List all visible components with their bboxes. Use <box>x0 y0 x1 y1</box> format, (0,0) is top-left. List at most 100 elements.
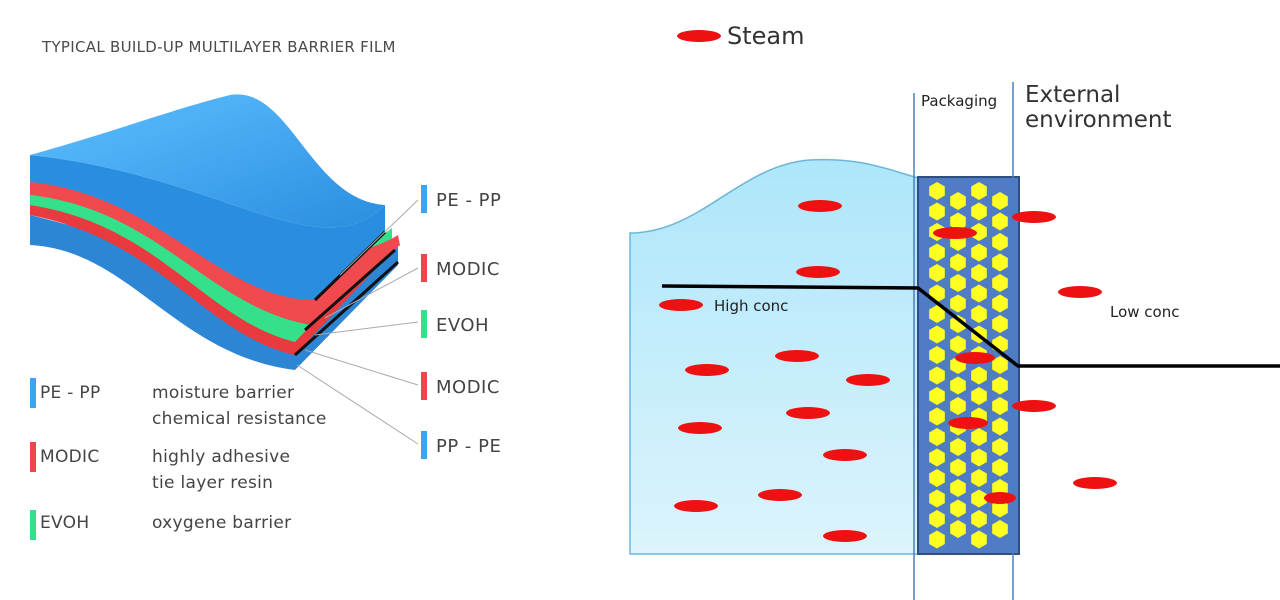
filler-grain <box>950 438 966 456</box>
steam-legend-marker <box>677 30 721 42</box>
steam-molecule <box>1012 400 1056 412</box>
filler-grain <box>929 489 945 508</box>
layer-label: PP - PE <box>436 436 501 457</box>
filler-grain <box>971 387 987 405</box>
filler-grain <box>971 510 987 528</box>
steam-molecule <box>955 352 995 364</box>
filler-grain <box>992 233 1008 251</box>
multilayer-film-figure: TYPICAL BUILD-UP MULTILAYER BARRIER FILM <box>30 38 501 540</box>
layer-color-bar <box>421 185 427 213</box>
filler-grain <box>971 366 987 385</box>
steam-molecule <box>823 449 867 461</box>
steam-molecule <box>798 200 842 212</box>
filler-grain <box>929 469 945 487</box>
filler-grain <box>971 530 987 549</box>
filler-grain <box>950 315 966 333</box>
film-layer-top-pe-pp <box>30 94 385 228</box>
filler-grain <box>929 182 945 200</box>
filler-grain <box>971 489 987 508</box>
legend-desc: moisture barrier <box>152 383 294 403</box>
filler-grain <box>950 397 966 415</box>
layer-label: MODIC <box>436 259 500 280</box>
filler-grain <box>971 428 987 446</box>
steam-molecule <box>1058 286 1102 298</box>
filler-grain <box>971 305 987 323</box>
legend-name: MODIC <box>40 447 100 467</box>
filler-grain <box>929 325 945 344</box>
steam-molecule <box>678 422 722 434</box>
film-edge <box>293 260 400 357</box>
filler-grain <box>992 417 1008 436</box>
filler-grain <box>971 223 987 241</box>
figure-title: TYPICAL BUILD-UP MULTILAYER BARRIER FILM <box>41 38 396 56</box>
filler-grain <box>929 448 945 467</box>
filler-grain <box>992 458 1008 477</box>
steam-molecule <box>933 227 977 239</box>
steam-molecule <box>948 417 988 429</box>
filler-grain <box>992 212 1008 231</box>
filler-grain <box>950 212 966 231</box>
filler-grain <box>950 458 966 477</box>
packaging-label: Packaging <box>921 92 997 110</box>
steam-molecule <box>758 489 802 501</box>
layer-color-bar <box>421 254 427 282</box>
filler-grain <box>950 274 966 292</box>
filler-grain <box>929 387 945 405</box>
legend-name: EVOH <box>40 513 89 533</box>
layer-color-bar <box>421 372 427 400</box>
filler-grain <box>992 294 1008 313</box>
filler-grain <box>950 253 966 272</box>
steam-molecules <box>659 200 1117 542</box>
filler-grain <box>992 356 1008 374</box>
filler-grain <box>992 520 1008 538</box>
filler-grain <box>971 182 987 200</box>
leader-line <box>339 199 419 276</box>
layer-color-bar <box>421 431 427 459</box>
low-concentration-label: Low conc <box>1110 303 1180 321</box>
filler-grain <box>929 243 945 262</box>
filler-grain <box>929 510 945 528</box>
legend-color-bar <box>30 378 36 408</box>
filler-grain <box>929 346 945 364</box>
packaging-filler-grains <box>929 182 1008 549</box>
film-layer-top-side <box>30 155 385 300</box>
filler-grain <box>950 335 966 354</box>
film-edge <box>304 248 396 332</box>
film-illustration <box>30 94 400 370</box>
leader-line <box>314 321 419 336</box>
filler-grain <box>950 499 966 518</box>
steam-molecule <box>1012 211 1056 223</box>
steam-molecule <box>796 266 840 278</box>
steam-molecule <box>775 350 819 362</box>
steam-molecule <box>846 374 890 386</box>
concentration-profile-line <box>661 284 1280 368</box>
legend-desc: tie layer resin <box>152 473 273 493</box>
external-environment-label: environment <box>1025 107 1171 133</box>
layer-label: PE - PP <box>436 190 501 211</box>
steam-molecule <box>984 492 1016 504</box>
filler-grain <box>929 530 945 549</box>
steam-molecule <box>659 299 703 311</box>
legend-color-bar <box>30 442 36 472</box>
legend-color-bar <box>30 510 36 540</box>
legend-desc: chemical resistance <box>152 409 327 429</box>
filler-grain <box>950 520 966 538</box>
legend-name: PE - PP <box>40 383 101 403</box>
legend-desc: oxygene barrier <box>152 513 291 533</box>
external-environment-label: External <box>1025 82 1120 108</box>
filler-grain <box>929 428 945 446</box>
steam-molecule <box>1073 477 1117 489</box>
layer-label: MODIC <box>436 377 500 398</box>
steam-molecule <box>685 364 729 376</box>
filler-grain <box>950 192 966 210</box>
filler-grain <box>971 264 987 282</box>
steam-legend-label: Steam <box>727 22 805 50</box>
layer-label: EVOH <box>436 315 489 336</box>
filler-grain <box>971 202 987 221</box>
filler-grain <box>929 202 945 221</box>
filler-grain <box>950 294 966 313</box>
leader-line <box>324 267 419 319</box>
filler-grain <box>971 448 987 467</box>
leader-line <box>296 364 419 445</box>
